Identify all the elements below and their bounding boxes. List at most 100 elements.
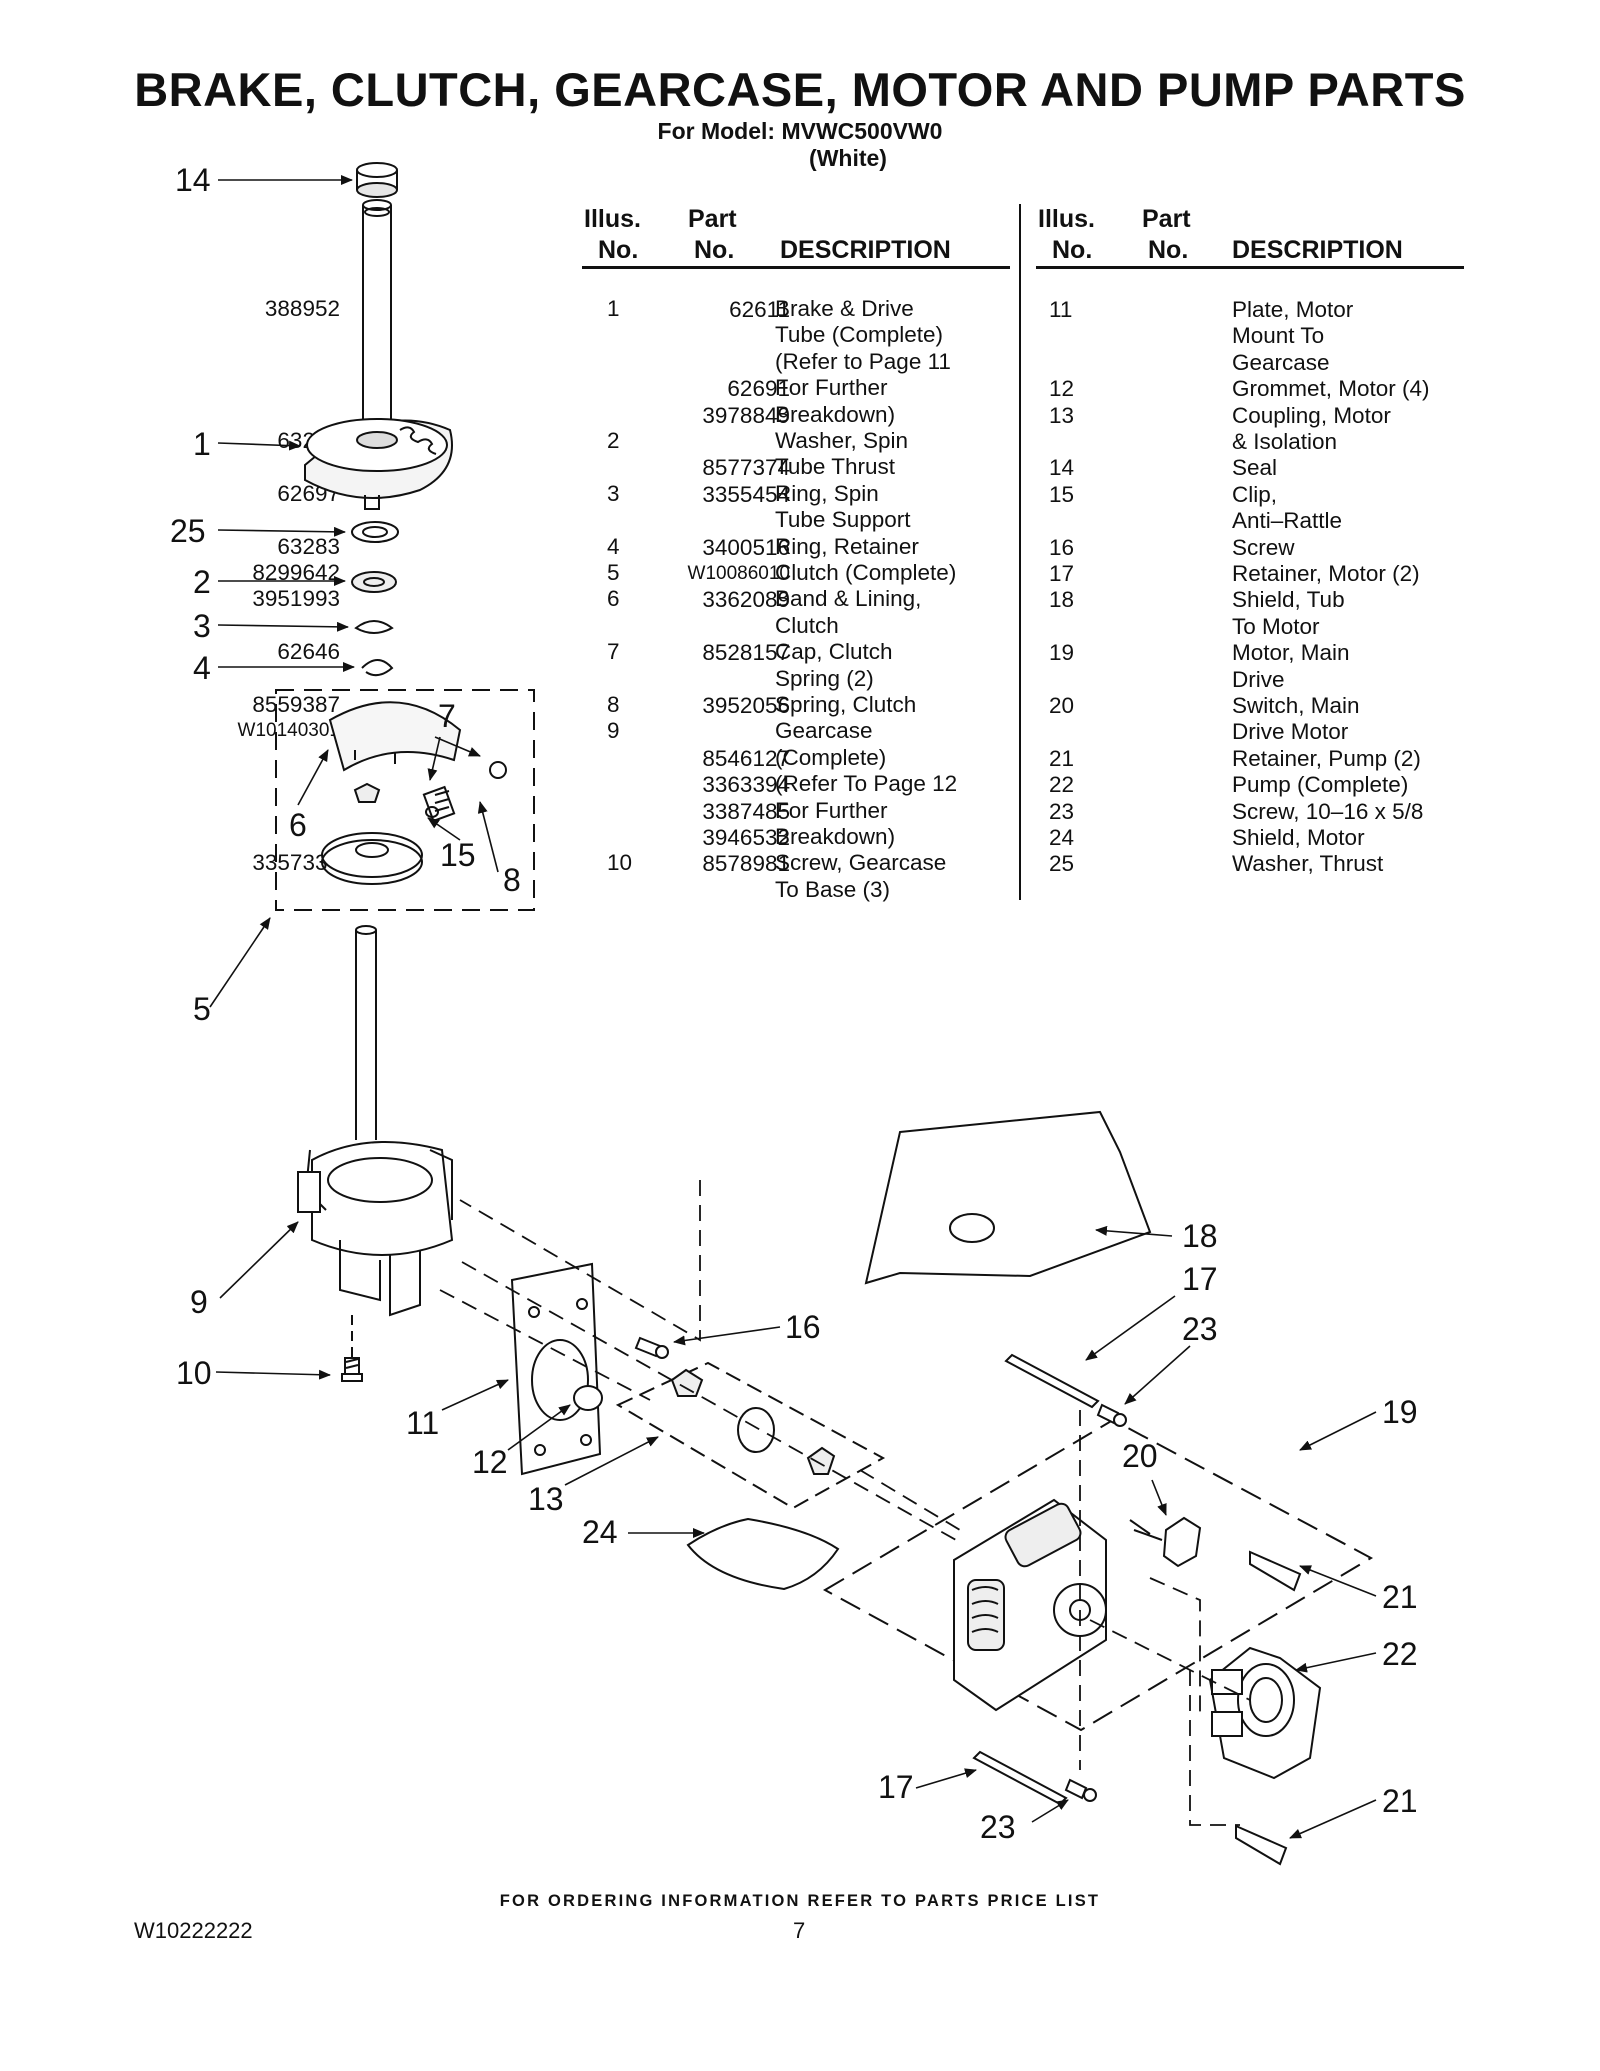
- illus-number: 5: [607, 560, 620, 585]
- part-description: Drive: [1232, 666, 1285, 692]
- callout-24: 24: [582, 1514, 618, 1550]
- callout-23a: 23: [1182, 1311, 1218, 1347]
- part-description: Shield, Motor: [1232, 825, 1365, 850]
- illus-number: 15: [1049, 481, 1075, 507]
- callout-20: 20: [1122, 1438, 1158, 1474]
- part-description: & Isolation: [1232, 428, 1338, 454]
- illus-number: 3: [607, 480, 620, 506]
- part-description: Seal: [1232, 455, 1278, 481]
- part-number: 3363394: [702, 772, 790, 798]
- spin-ring-part: [354, 620, 394, 634]
- part-description: Retainer, Pump (2): [1232, 745, 1421, 771]
- callout-15: 15: [440, 837, 476, 873]
- callout-17a: 17: [1182, 1261, 1218, 1297]
- part-number: 3400516: [702, 534, 790, 560]
- illus-header-line2: No.: [598, 236, 639, 264]
- part-description: (Refer to Page 11: [775, 348, 951, 374]
- part-description: Gearcase: [1232, 349, 1330, 375]
- part-description: Retainer, Motor (2): [1232, 561, 1420, 586]
- description-header: DESCRIPTION: [1232, 236, 1403, 264]
- illus-number: 2: [607, 428, 620, 453]
- part-header: Part No.: [688, 204, 737, 266]
- part-description: Screw, 10–16 x 5/8: [1232, 798, 1424, 824]
- part-header: Part No.: [1142, 204, 1191, 266]
- illus-number: 20: [1049, 693, 1075, 718]
- part-description: Breakdown): [775, 823, 896, 849]
- pump-retainer-part-lower: [1235, 1824, 1288, 1866]
- callout-22: 22: [1382, 1636, 1418, 1672]
- callout-4: 4: [193, 650, 211, 686]
- part-number: 3362089: [702, 587, 790, 613]
- part-number: 63283: [277, 533, 340, 559]
- callout-7: 7: [438, 698, 456, 734]
- motor-switch-part: [1162, 1516, 1202, 1568]
- callout-9: 9: [190, 1284, 208, 1320]
- main-drive-motor-part: [953, 1498, 1107, 1712]
- illus-number: 22: [1049, 772, 1075, 798]
- part-description: Mount To: [1232, 323, 1325, 349]
- callout-21b: 21: [1382, 1783, 1418, 1819]
- callout-21a: 21: [1382, 1579, 1418, 1615]
- part-header-line1: Part: [688, 205, 737, 233]
- part-number: 62646: [277, 639, 340, 665]
- illus-number: 23: [1049, 798, 1075, 824]
- coupling-box: [615, 1361, 886, 1510]
- part-description: To Motor: [1232, 613, 1320, 639]
- callout-23b: 23: [980, 1809, 1016, 1845]
- part-header-line2: No.: [694, 236, 735, 264]
- part-description: Washer, Thrust: [1232, 851, 1384, 877]
- part-description: Clutch: [775, 612, 839, 638]
- ordering-info-note: FOR ORDERING INFORMATION REFER TO PARTS …: [499, 1892, 1101, 1910]
- illus-number: 19: [1049, 640, 1075, 666]
- part-description: Screw, Gearcase: [775, 850, 947, 876]
- page-number: 7: [793, 1918, 806, 1943]
- illus-number: 16: [1049, 534, 1075, 560]
- illus-number: 11: [1049, 297, 1073, 322]
- part-number: 8578981: [702, 851, 790, 877]
- part-description: (Refer To Page 12: [775, 771, 958, 797]
- part-description: Gearcase: [775, 718, 873, 744]
- description-header: DESCRIPTION: [780, 236, 951, 264]
- part-number: W10086010: [687, 563, 790, 584]
- part-description: Plate, Motor: [1232, 297, 1354, 322]
- model-color: (White): [809, 145, 887, 171]
- part-description: Anti–Rattle: [1232, 508, 1343, 534]
- callout-25: 25: [170, 513, 206, 549]
- screw-23-part-lower: [1064, 1778, 1097, 1802]
- callout-16: 16: [785, 1309, 821, 1345]
- callout-14: 14: [175, 162, 211, 198]
- part-description: Brake & Drive: [775, 296, 914, 321]
- illus-header: Illus. No.: [1038, 204, 1095, 266]
- callout-1: 1: [193, 426, 211, 462]
- illus-number: 21: [1049, 745, 1075, 771]
- part-number: 3952056: [702, 693, 790, 718]
- part-description: Clutch (Complete): [775, 560, 957, 585]
- exploded-parts-diagram: 14 1 25 2 3 4 7 6 15 8 5 18 17 23 16 9 1…: [170, 162, 1418, 1866]
- screw-16-part: [634, 1336, 669, 1359]
- illus-number: 4: [607, 533, 620, 559]
- seal-part: [356, 162, 398, 198]
- motor-shield-part: [686, 1517, 840, 1591]
- part-description: Shield, Tub: [1232, 587, 1345, 613]
- gearcase-shaft: [355, 930, 377, 1140]
- illus-number: 13: [1049, 402, 1075, 428]
- table-divider: [1019, 204, 1021, 900]
- header-rule: [1036, 266, 1464, 269]
- part-description: For Further: [775, 375, 888, 401]
- illus-number: 12: [1049, 376, 1075, 402]
- part-number: 62691: [727, 376, 790, 402]
- callout-2: 2: [193, 564, 211, 600]
- part-number: 8559387: [252, 692, 340, 717]
- illus-number: 8: [607, 692, 620, 717]
- callout-18: 18: [1182, 1218, 1218, 1254]
- pump-part: [1208, 1646, 1322, 1780]
- thrust-washer-part: [351, 521, 399, 543]
- part-description: Tube Thrust: [775, 454, 896, 480]
- part-description: Drive Motor: [1232, 719, 1349, 745]
- part-description: Spring (2): [775, 665, 874, 691]
- callout-19: 19: [1382, 1394, 1418, 1430]
- callout-labels: 14 1 25 2 3 4 7 6 15 8 5 18 17 23 16 9 1…: [170, 162, 1418, 1845]
- model-info: For Model: MVWC500VW0 (White): [0, 118, 1600, 172]
- illus-header-line2: No.: [1052, 236, 1093, 264]
- illus-number: 1: [607, 296, 620, 321]
